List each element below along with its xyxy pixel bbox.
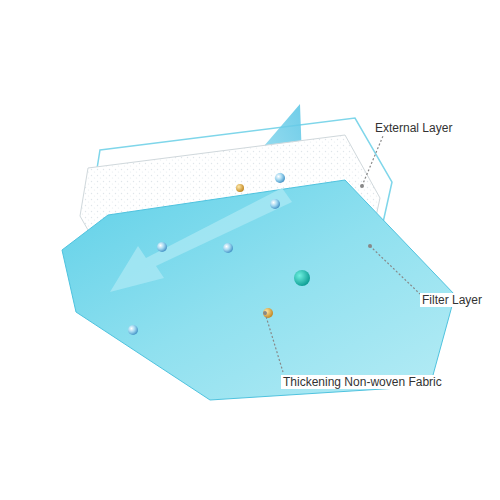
layer-label: External Layer	[373, 121, 454, 135]
particles	[128, 173, 310, 335]
leader-dots	[263, 184, 372, 315]
non-woven-fabric-layer	[62, 180, 455, 400]
layer-label: Thickening Non-woven Fabric	[281, 375, 444, 389]
layer-label: Filter Layer	[420, 293, 484, 307]
inhale-arrow	[110, 188, 292, 292]
leader-lines	[265, 136, 420, 372]
